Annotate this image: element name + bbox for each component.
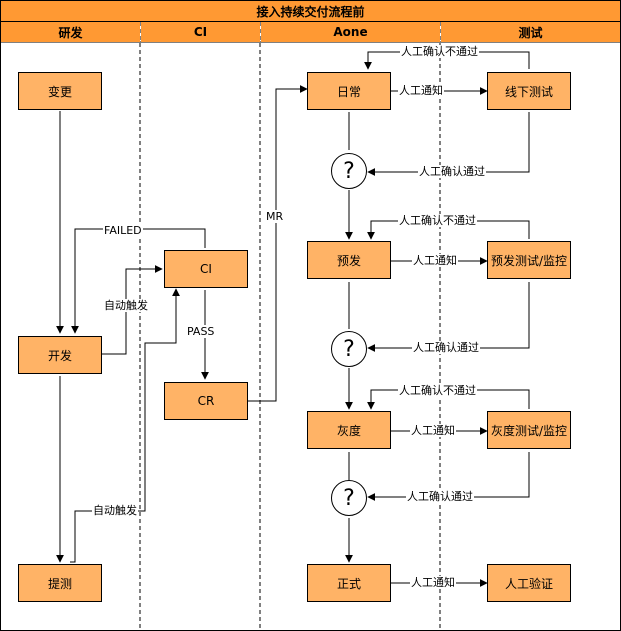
edge-cr-to-daily bbox=[248, 85, 308, 402]
node-daily[interactable]: 日常 bbox=[307, 72, 391, 110]
lane-header-aone: Aone bbox=[261, 22, 440, 42]
label-notify-1: 人工通知 bbox=[398, 84, 444, 97]
edge-offline-test-pass bbox=[367, 112, 530, 176]
label-confirm-pass-2: 人工确认通过 bbox=[412, 341, 480, 354]
label-pass: PASS bbox=[186, 325, 216, 338]
node-develop[interactable]: 开发 bbox=[18, 336, 102, 374]
label-auto-trigger-1: 自动触发 bbox=[103, 299, 149, 312]
label-mr: MR bbox=[265, 210, 285, 223]
label-notify-2: 人工通知 bbox=[412, 254, 458, 267]
node-pre-test-monitor[interactable]: 预发测试/监控 bbox=[487, 241, 571, 279]
node-submit-test[interactable]: 提测 bbox=[18, 564, 102, 602]
node-gray[interactable]: 灰度 bbox=[307, 411, 391, 449]
edge-pre-test-pass bbox=[367, 282, 530, 352]
node-offline-test[interactable]: 线下测试 bbox=[487, 72, 571, 110]
node-cr[interactable]: CR bbox=[164, 382, 248, 420]
edge-submit-to-ci bbox=[70, 288, 180, 563]
label-confirm-fail-3: 人工确认不通过 bbox=[398, 384, 477, 397]
lane-header-ci: CI bbox=[141, 22, 260, 42]
label-confirm-pass-1: 人工确认通过 bbox=[418, 165, 486, 178]
node-formal[interactable]: 正式 bbox=[307, 564, 391, 602]
label-failed: FAILED bbox=[103, 224, 143, 237]
diagram-title: 接入持续交付流程前 bbox=[1, 1, 620, 22]
node-ci[interactable]: CI bbox=[164, 250, 248, 288]
lane-header-dev: 研发 bbox=[1, 22, 140, 42]
node-prerelease[interactable]: 预发 bbox=[307, 241, 391, 279]
label-notify-3: 人工通知 bbox=[410, 424, 456, 437]
label-notify-4: 人工通知 bbox=[410, 576, 456, 589]
node-manual-verify[interactable]: 人工验证 bbox=[487, 564, 571, 602]
node-gray-test-monitor[interactable]: 灰度测试/监控 bbox=[487, 411, 571, 449]
decision-3[interactable]: ? bbox=[331, 480, 367, 516]
label-confirm-fail-1: 人工确认不通过 bbox=[400, 45, 479, 58]
label-auto-trigger-2: 自动触发 bbox=[92, 504, 138, 517]
decision-2[interactable]: ? bbox=[331, 331, 367, 367]
label-confirm-pass-3: 人工确认通过 bbox=[406, 490, 474, 503]
node-change[interactable]: 变更 bbox=[18, 72, 102, 110]
decision-1[interactable]: ? bbox=[331, 153, 367, 189]
label-confirm-fail-2: 人工确认不通过 bbox=[398, 214, 477, 227]
lane-header-test: 测试 bbox=[441, 22, 620, 42]
